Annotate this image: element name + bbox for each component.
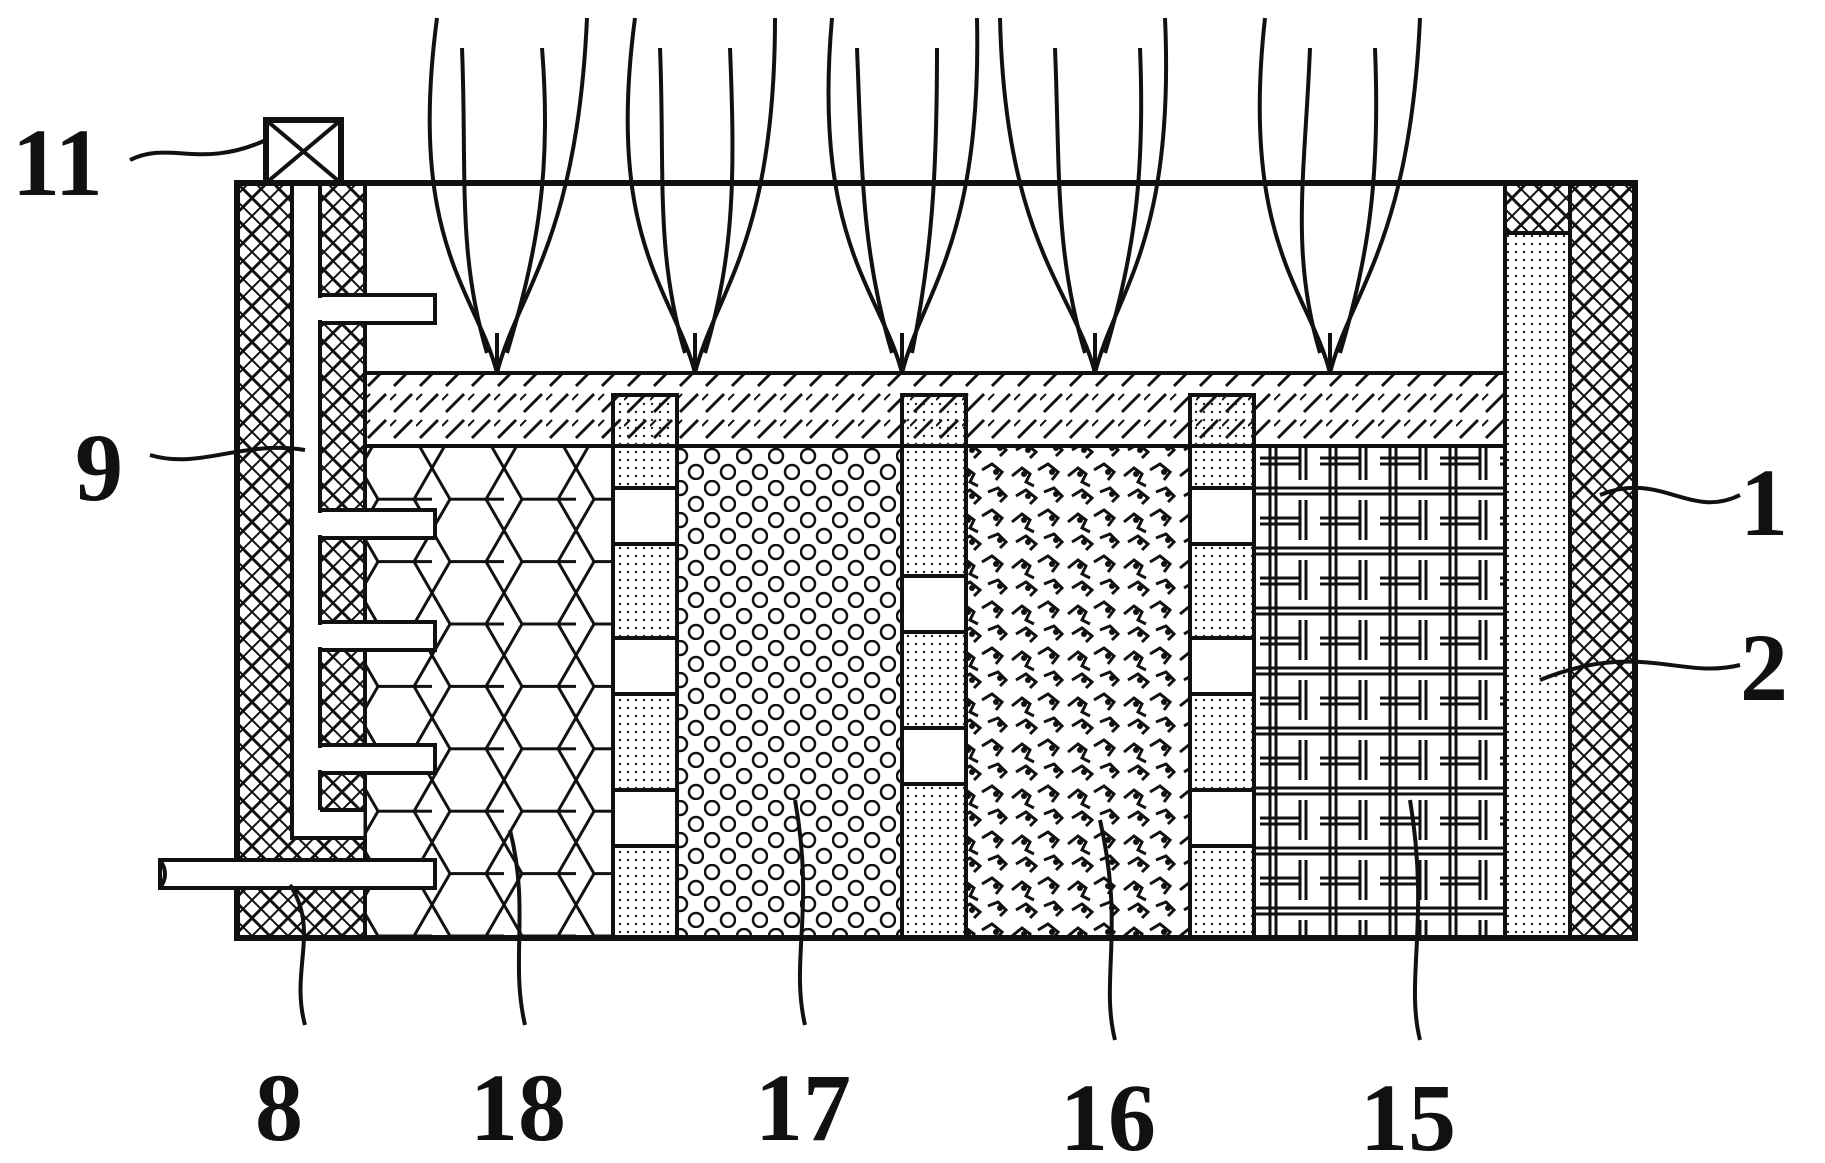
pipe-elbow — [292, 810, 365, 838]
plant — [998, 17, 1169, 374]
plant — [1257, 17, 1422, 374]
leader-9 — [149, 445, 306, 462]
branch-pipes — [317, 293, 437, 775]
plant — [625, 17, 777, 374]
label-2: 2 — [1740, 614, 1788, 721]
label-15: 15 — [1360, 1064, 1456, 1163]
plant — [826, 17, 980, 374]
partition-b — [900, 393, 968, 940]
inlet-pipe — [158, 858, 437, 890]
valve — [263, 117, 344, 186]
plant — [427, 17, 589, 374]
leader-15 — [1408, 799, 1422, 1041]
label-18: 18 — [470, 1054, 566, 1161]
right-wall-top-infill — [1505, 183, 1570, 233]
layer-15-mesh — [1252, 444, 1507, 940]
leader-17 — [793, 799, 807, 1026]
leader-18 — [508, 829, 527, 1026]
layer-17-gravel — [675, 444, 904, 940]
leader-16 — [1098, 819, 1117, 1041]
leader-1 — [1599, 485, 1741, 505]
label-8: 8 — [255, 1054, 303, 1161]
label-17: 17 — [755, 1054, 851, 1161]
leader-2 — [1539, 659, 1741, 682]
leader-11 — [129, 138, 267, 162]
partition-right — [1503, 231, 1572, 940]
plants — [427, 17, 1422, 374]
labels: 11 9 1 2 8 18 17 16 15 — [12, 109, 1788, 1163]
layer-16-aggregate — [964, 444, 1192, 940]
label-11: 11 — [12, 109, 103, 216]
label-1: 1 — [1740, 449, 1788, 556]
label-9: 9 — [75, 414, 123, 521]
label-16: 16 — [1060, 1064, 1156, 1163]
leader-lines — [129, 138, 1741, 1041]
right-wall — [1570, 183, 1635, 938]
pipe-channel — [290, 181, 322, 840]
leader-8 — [288, 883, 307, 1026]
